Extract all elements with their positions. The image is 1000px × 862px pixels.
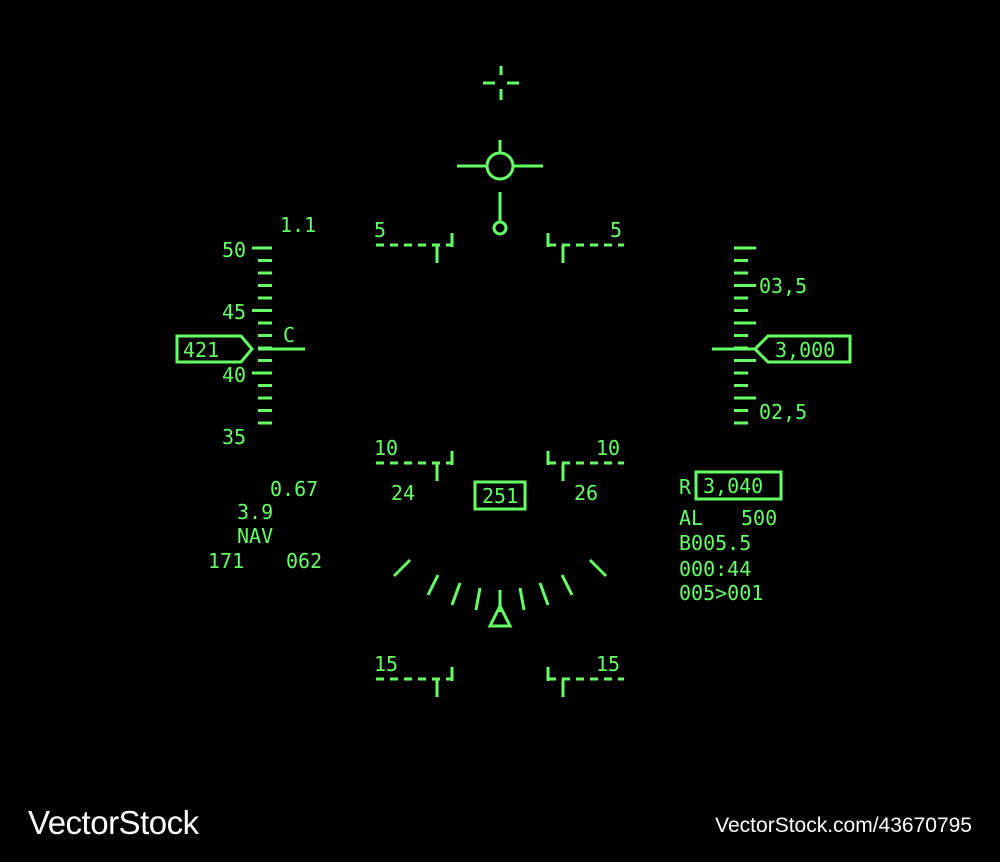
heading-left: 24 [391, 481, 415, 505]
radar-alt-prefix: R [679, 475, 692, 499]
pitch-label-left: 15 [374, 652, 398, 676]
heading-box: 251 [473, 480, 527, 511]
waypoint-readout: 005>001 [679, 581, 763, 605]
heading-right: 26 [574, 481, 598, 505]
waypoint-right: 062 [286, 549, 322, 573]
brand-logo: VectorStock [28, 804, 199, 841]
heading-value: 251 [482, 484, 518, 508]
radar-alt-box: 3,040 [694, 470, 783, 501]
b-readout: B005.5 [679, 531, 751, 555]
al-value: 500 [741, 506, 777, 530]
mach-readout: 0.67 [270, 477, 318, 501]
pitch-bar-right [546, 451, 624, 481]
airspeed-tick-label: 35 [222, 425, 246, 449]
pitch-bar-left [376, 667, 454, 697]
airspeed-scale: 50 45 40 35 [222, 238, 272, 449]
altitude-tick-label: 02,5 [759, 400, 807, 424]
airspeed-value: 421 [183, 338, 219, 362]
pitch-label-left: 5 [374, 218, 386, 242]
waypoint-left: 171 [208, 549, 244, 573]
cue-letter: C [283, 323, 295, 347]
airspeed-tick-label: 40 [222, 363, 246, 387]
pitch-bar-right [546, 233, 624, 263]
pitch-bar-right [546, 667, 624, 697]
aim-dot-icon [492, 192, 508, 236]
credit-text: VectorStock.com/43670795 [715, 814, 972, 837]
bank-scale [392, 558, 608, 612]
pitch-ladder-rung: 5 5 [374, 218, 624, 263]
pitch-label-left: 10 [374, 436, 398, 460]
altitude-value: 3,000 [775, 338, 835, 362]
al-label: AL [679, 506, 703, 530]
pitch-bar-left [376, 233, 454, 263]
mode-readout: NAV [237, 524, 273, 548]
velocity-vector-icon [457, 140, 543, 181]
time-readout: 000:44 [679, 557, 751, 581]
pitch-label-right: 15 [596, 652, 620, 676]
g-max-readout: 3.9 [237, 500, 273, 524]
pitch-bar-left [376, 451, 454, 481]
altitude-tick-label: 03,5 [759, 274, 807, 298]
pitch-label-right: 10 [596, 436, 620, 460]
pitch-ladder-rung: 10 10 [374, 436, 624, 481]
airspeed-tick-label: 45 [222, 300, 246, 324]
pitch-label-right: 5 [610, 218, 622, 242]
radar-alt-value: 3,040 [703, 474, 763, 498]
waterline-cross-icon [483, 66, 519, 100]
altitude-box: 3,000 [752, 334, 852, 364]
pitch-ladder-rung: 15 15 [374, 652, 624, 697]
airspeed-tick-label: 50 [222, 238, 246, 262]
watermark-footer: VectorStock VectorStock.com/43670795 [0, 790, 1000, 862]
g-load-readout: 1.1 [280, 213, 316, 237]
airspeed-box: 421 [175, 334, 254, 364]
bank-pointer-icon [487, 602, 513, 628]
